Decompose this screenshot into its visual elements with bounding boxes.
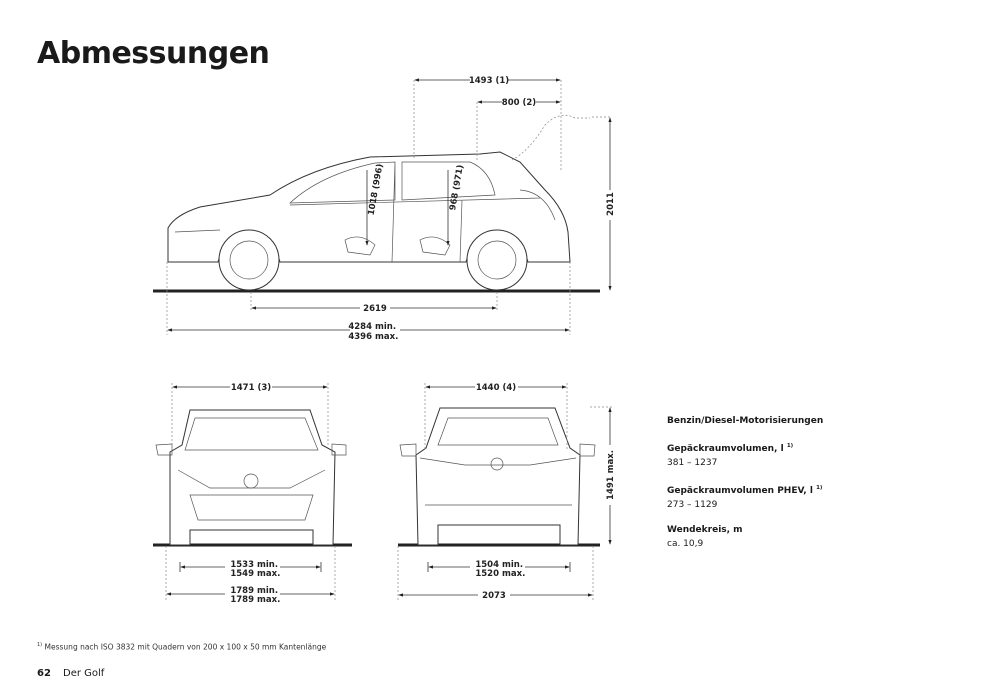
spec-boot-volume-phev: Gepäckraumvolumen PHEV, l 1) 273 – 1129 <box>667 485 823 510</box>
front-width-max-label: 1789 <box>230 595 254 605</box>
svg-text:min.: min. <box>257 560 278 570</box>
engine-heading: Benzin/Diesel-Motorisierungen <box>667 416 824 426</box>
length-max-label: 4396 <box>348 332 372 342</box>
vw-logo-front <box>243 473 259 489</box>
svg-text:min.: min. <box>502 560 523 570</box>
page-title: Abmessungen <box>37 36 270 71</box>
spec-turning-circle: Wendekreis, m ca. 10,9 <box>667 523 823 551</box>
spec-boot-volume: Gepäckraumvolumen, l 1) 381 – 1237 <box>667 439 823 470</box>
svg-text:max.: max. <box>375 332 398 342</box>
length-min-label: 4284 <box>348 322 372 332</box>
rear-track-max-label: 1520 <box>475 569 499 579</box>
document-name: Der Golf <box>63 668 105 679</box>
spec-value: 273 – 1129 <box>667 500 718 510</box>
boot-length-2-label: 800 (2) <box>502 98 537 108</box>
rear-view-dimensions: 1440 (4) 1491 max. 1504 min. 1520 max. 2… <box>397 383 616 601</box>
wheelbase-label: 2619 <box>363 304 387 314</box>
svg-text:max.: max. <box>257 569 280 579</box>
spec-value: 381 – 1237 <box>667 458 718 468</box>
front-width-min-label: 1789 <box>230 586 254 596</box>
height-tailgate-label: 2011 <box>606 192 616 216</box>
svg-text:max.: max. <box>257 595 280 605</box>
spec-value: ca. 10,9 <box>667 539 704 549</box>
rear-height-label: 1491 max. <box>606 450 616 500</box>
svg-text:max.: max. <box>502 569 525 579</box>
front-view-car <box>153 409 352 547</box>
rear-view-car <box>398 407 600 547</box>
mirror-width-label: 2073 <box>482 591 506 601</box>
rear-track-min-label: 1504 <box>475 560 499 570</box>
front-track-max-label: 1549 <box>230 569 254 579</box>
page-number: 62 <box>37 668 51 679</box>
boot-length-1-label: 1493 (1) <box>469 76 509 86</box>
specs-panel: Benzin/Diesel-Motorisierungen Gepäckraum… <box>667 414 823 562</box>
footnote: 1) Messung nach ISO 3832 mit Quadern von… <box>37 642 327 652</box>
front-view-dimensions: 1471 (3) 1533 min. 1549 max. 1789 min. 1… <box>165 383 336 605</box>
side-view-car <box>153 114 600 293</box>
vw-logo-rear <box>490 457 504 471</box>
rear-width-4-label: 1440 (4) <box>476 383 516 393</box>
svg-text:min.: min. <box>375 322 396 332</box>
front-wheel <box>218 229 280 291</box>
rear-wheel <box>466 229 528 291</box>
front-width-3-label: 1471 (3) <box>231 383 271 393</box>
svg-text:min.: min. <box>257 586 278 596</box>
front-track-min-label: 1533 <box>230 560 254 570</box>
